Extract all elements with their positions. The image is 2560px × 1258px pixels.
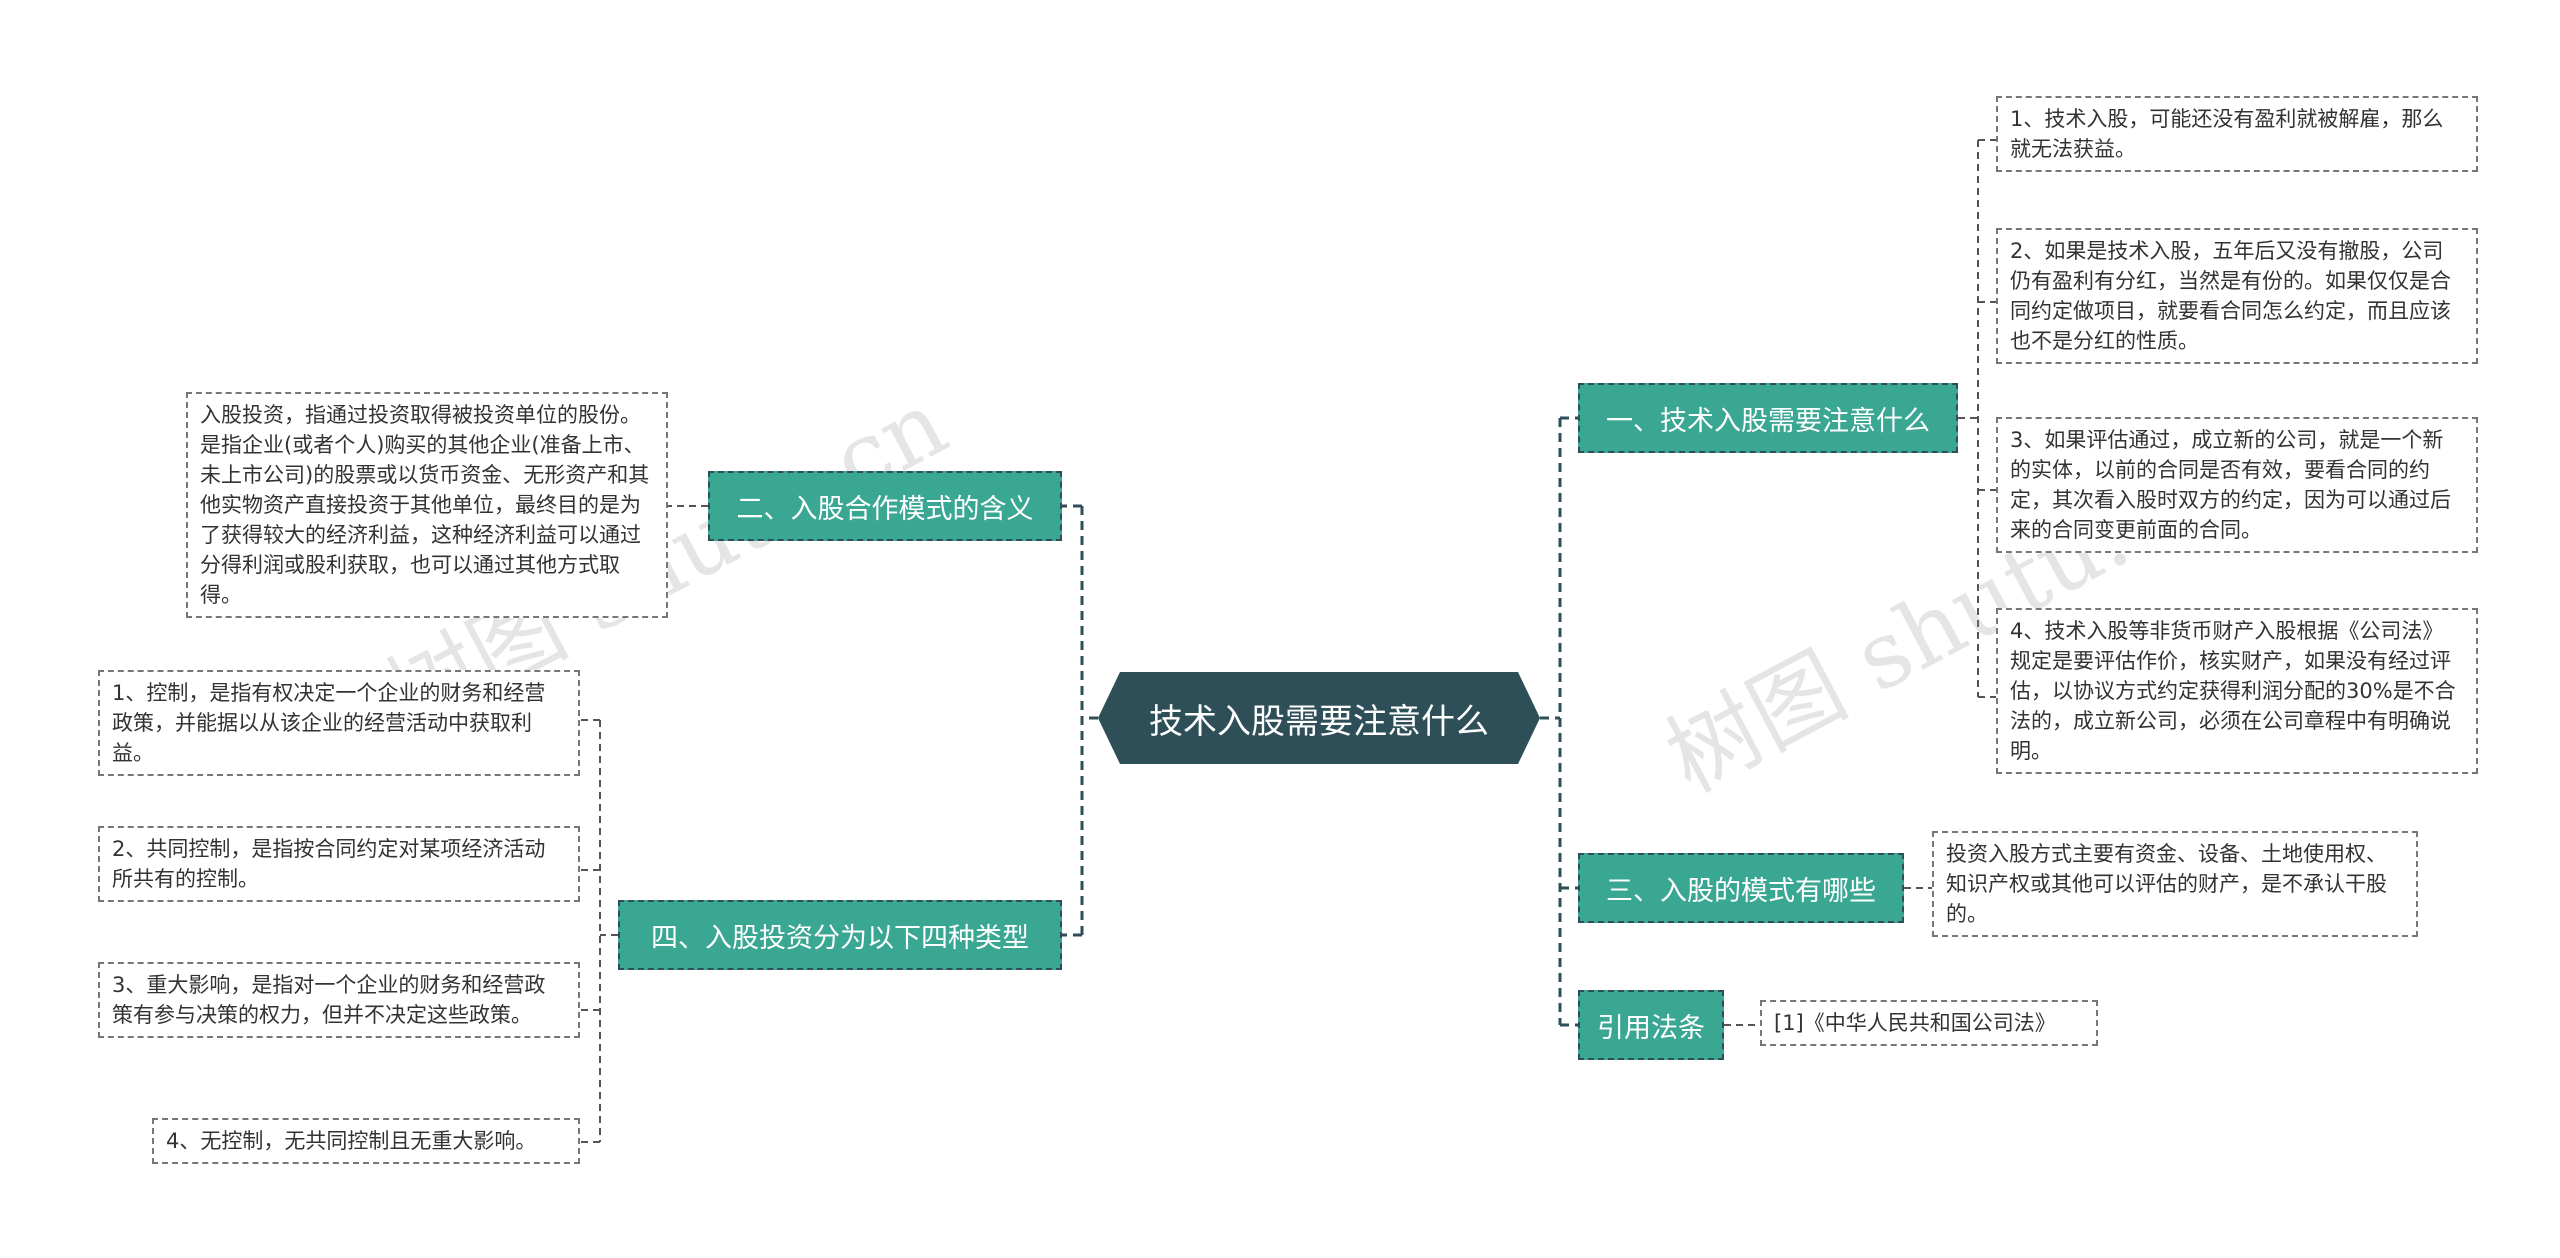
leaf-node-1-1: 1、技术入股，可能还没有盈利就被解雇，那么就无法获益。	[1996, 96, 2478, 172]
leaf-node-4-4: 4、无控制，无共同控制且无重大影响。	[152, 1118, 580, 1164]
branch-node-3[interactable]: 三、入股的模式有哪些	[1578, 853, 1904, 923]
branch-node-2[interactable]: 二、入股合作模式的含义	[708, 471, 1062, 541]
branch-node-1[interactable]: 一、技术入股需要注意什么	[1578, 383, 1958, 453]
leaf-node-4-2: 2、共同控制，是指按合同约定对某项经济活动所共有的控制。	[98, 826, 580, 902]
leaf-node-4-3: 3、重大影响，是指对一个企业的财务和经营政策有参与决策的权力，但并不决定这些政策…	[98, 962, 580, 1038]
leaf-node-1-2: 2、如果是技术入股，五年后又没有撤股，公司仍有盈利有分红，当然是有份的。如果仅仅…	[1996, 228, 2478, 364]
branch-label-5: 引用法条	[1597, 1012, 1705, 1044]
leaf-node-2-1: 入股投资，指通过投资取得被投资单位的股份。是指企业(或者个人)购买的其他企业(准…	[186, 392, 668, 618]
leaf-node-1-4: 4、技术入股等非货币财产入股根据《公司法》规定是要评估作价，核实财产，如果没有经…	[1996, 608, 2478, 774]
leaf-node-4-1: 1、控制，是指有权决定一个企业的财务和经营政策，并能据以从该企业的经营活动中获取…	[98, 670, 580, 776]
branch-node-4[interactable]: 四、入股投资分为以下四种类型	[618, 900, 1062, 970]
leaf-node-3-1: 投资入股方式主要有资金、设备、土地使用权、知识产权或其他可以评估的财产，是不承认…	[1932, 831, 2418, 937]
branch-node-5[interactable]: 引用法条	[1578, 990, 1724, 1060]
leaf-node-1-3: 3、如果评估通过，成立新的公司，就是一个新的实体，以前的合同是否有效，要看合同的…	[1996, 417, 2478, 553]
leaf-node-5-1: [1]《中华人民共和国公司法》	[1760, 1000, 2098, 1046]
branch-label-3: 三、入股的模式有哪些	[1606, 875, 1876, 907]
branch-label-2: 二、入股合作模式的含义	[736, 493, 1034, 525]
root-node[interactable]: 技术入股需要注意什么	[1098, 672, 1540, 764]
root-label: 技术入股需要注意什么	[1149, 701, 1489, 742]
branch-label-1: 一、技术入股需要注意什么	[1606, 405, 1930, 437]
branch-label-4: 四、入股投资分为以下四种类型	[651, 922, 1029, 954]
